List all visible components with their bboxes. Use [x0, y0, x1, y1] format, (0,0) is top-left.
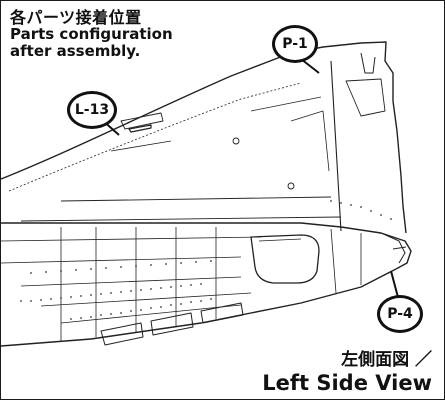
fin-outline — [1, 41, 407, 234]
view-label-japanese: 左側面図 ／ — [341, 350, 432, 370]
callout-p1: P-1 — [272, 25, 318, 63]
view-label-english: Left Side View — [262, 371, 432, 395]
leader-lines — [100, 58, 400, 302]
title-japanese: 各パーツ接着位置 — [10, 8, 142, 27]
tail-bay — [250, 234, 320, 284]
title-english-line2: after assembly. — [10, 42, 141, 60]
callout-p1-label: P-1 — [282, 36, 308, 52]
title-block: 各パーツ接着位置 Parts configuration after assem… — [10, 9, 173, 60]
title-english-line1: Parts configuration — [10, 25, 173, 43]
fuselage-bottom — [1, 268, 397, 347]
callout-l13-label: L-13 — [74, 102, 110, 118]
rivet-dots — [20, 200, 392, 320]
fin-antenna — [128, 124, 152, 133]
callout-l13: L-13 — [67, 91, 117, 129]
view-label: 左側面図 ／ Left Side View — [262, 349, 432, 395]
callout-p4: P-4 — [377, 295, 423, 333]
rudder-hinge — [330, 60, 342, 232]
callout-p4-label: P-4 — [387, 306, 413, 322]
fuselage-top — [1, 222, 412, 270]
